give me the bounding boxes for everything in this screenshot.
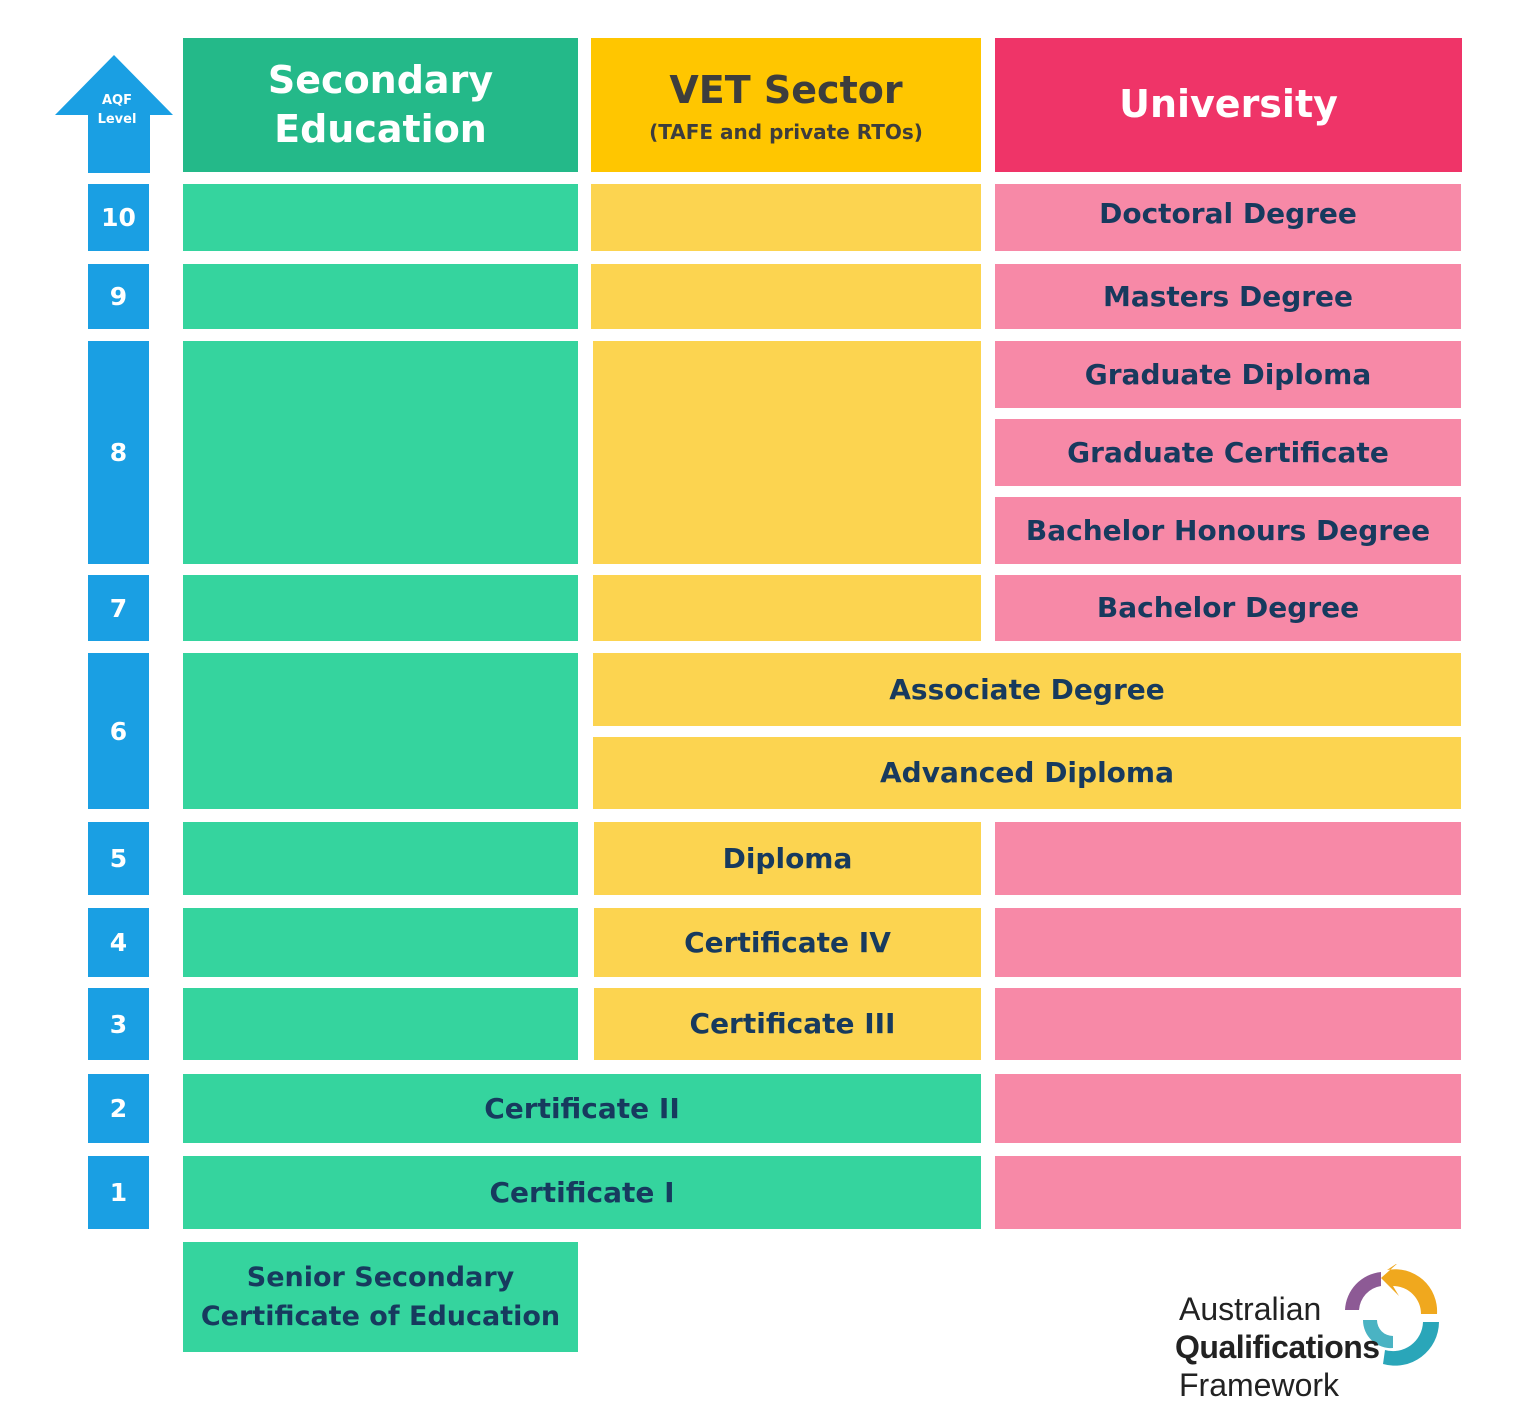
level-1: 1 xyxy=(88,1156,149,1229)
vet-cell-level-10 xyxy=(591,184,981,251)
vet-cell-level-8 xyxy=(593,341,981,564)
aqf-level-label: AQF Level xyxy=(84,92,150,130)
header-secondary-line1: Secondary xyxy=(267,57,494,102)
level-9: 9 xyxy=(88,264,149,329)
level-5: 5 xyxy=(88,822,149,895)
qualification-certificate-iv: Certificate IV xyxy=(594,908,981,977)
qualification-certificate-i: Certificate I xyxy=(183,1156,981,1229)
qualification-masters-degree: Masters Degree xyxy=(995,264,1461,329)
qualification-graduate-certificate: Graduate Certificate xyxy=(995,419,1461,486)
senior-secondary-line1: Senior Secondary xyxy=(246,1261,515,1293)
secondary-cell-level-9 xyxy=(183,264,578,329)
qualification-graduate-diploma: Graduate Diploma xyxy=(995,341,1461,408)
header-university: University xyxy=(995,38,1462,172)
aqf-label-line2: Level xyxy=(97,111,137,127)
university-cell-level-3 xyxy=(995,988,1461,1060)
header-vet-sector: VET Sector (TAFE and private RTOs) xyxy=(591,38,981,172)
secondary-cell-level-5 xyxy=(183,822,578,895)
aqf-logo-text-line2: Qualifications xyxy=(1175,1329,1380,1365)
header-vet-subtitle: (TAFE and private RTOs) xyxy=(649,119,923,144)
secondary-cell-level-6 xyxy=(183,653,578,809)
level-6: 6 xyxy=(88,653,149,809)
header-secondary-education: Secondary Education xyxy=(183,38,578,172)
level-10: 10 xyxy=(88,184,149,251)
level-7: 7 xyxy=(88,575,149,641)
header-secondary-line2: Education xyxy=(274,107,487,151)
level-3: 3 xyxy=(88,988,149,1060)
vet-cell-level-7 xyxy=(593,575,981,641)
aqf-logo-icon xyxy=(1345,1264,1439,1366)
aqf-level-arrow xyxy=(55,55,173,173)
level-8: 8 xyxy=(88,341,149,564)
qualification-certificate-iii: Certificate III xyxy=(594,988,981,1060)
university-cell-level-5 xyxy=(995,822,1461,895)
qualification-diploma: Diploma xyxy=(594,822,981,895)
qualification-bachelor-degree: Bachelor Degree xyxy=(995,575,1461,641)
level-2: 2 xyxy=(88,1074,149,1143)
university-cell-level-2 xyxy=(995,1074,1461,1143)
secondary-cell-level-10 xyxy=(183,184,578,251)
secondary-cell-level-3 xyxy=(183,988,578,1060)
header-university-title: University xyxy=(1119,82,1338,127)
qualification-certificate-ii: Certificate II xyxy=(183,1074,981,1143)
aqf-logo-text-line1: Australian xyxy=(1179,1291,1322,1327)
secondary-cell-level-7 xyxy=(183,575,578,641)
aqf-logo-text-line3: Framework xyxy=(1179,1367,1340,1403)
header-vet-title: VET Sector xyxy=(669,68,903,113)
qualification-bachelor-honours-degree: Bachelor Honours Degree xyxy=(995,497,1461,564)
qualification-doctoral-degree: Doctoral Degree xyxy=(995,184,1461,251)
aqf-label-line1: AQF xyxy=(102,93,132,108)
university-cell-level-4 xyxy=(995,908,1461,977)
level-4: 4 xyxy=(88,908,149,977)
qualification-senior-secondary-certificate: Senior Secondary Certificate of Educatio… xyxy=(183,1242,578,1352)
qualification-associate-degree: Associate Degree xyxy=(593,653,1461,726)
secondary-cell-level-8 xyxy=(183,341,578,564)
secondary-cell-level-4 xyxy=(183,908,578,977)
vet-cell-level-9 xyxy=(591,264,981,329)
aqf-logo: Australian Qualifications Framework xyxy=(1162,1258,1462,1408)
university-cell-level-1 xyxy=(995,1156,1461,1229)
senior-secondary-line2: Certificate of Education xyxy=(200,1301,561,1332)
qualification-advanced-diploma: Advanced Diploma xyxy=(593,737,1461,809)
